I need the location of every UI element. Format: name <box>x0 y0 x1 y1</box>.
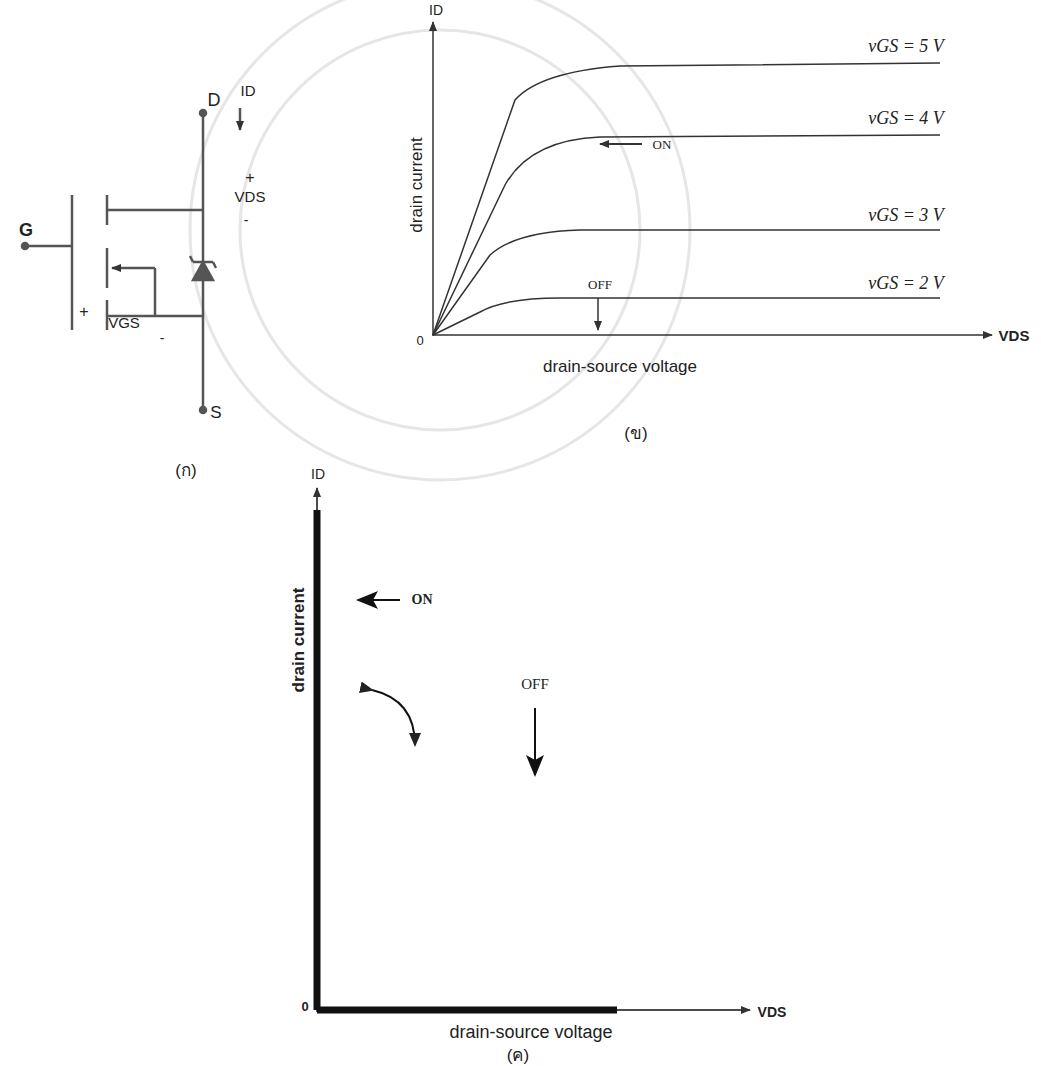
text-label: drain-source voltage <box>543 358 697 375</box>
text-label: vGS = 3 V <box>868 206 944 224</box>
text-label: VGS <box>108 315 140 330</box>
watermark <box>190 0 690 480</box>
text-label: VDS <box>999 328 1030 343</box>
ideal-switch-characteristics <box>317 488 750 1012</box>
text-label: drain-source voltage <box>449 1023 612 1041</box>
text-label: G <box>19 221 33 239</box>
text-label: vGS = 4 V <box>868 109 944 127</box>
text-label: 0 <box>301 1000 308 1013</box>
text-label: - <box>244 213 249 227</box>
text-label: (ข) <box>624 425 647 442</box>
axis-title: drain current <box>408 137 425 232</box>
text-label: OFF <box>588 278 612 291</box>
text-label: ON <box>412 593 433 607</box>
mosfet-symbol <box>22 108 240 413</box>
text-label: vGS = 2 V <box>868 274 944 292</box>
text-label: S <box>210 404 221 421</box>
text-label: ID <box>311 467 325 481</box>
output-characteristics <box>433 22 992 336</box>
text-label: (ค) <box>507 1046 529 1063</box>
text-label: 0 <box>416 334 423 347</box>
text-label: ID <box>429 3 443 17</box>
text-label: VDS <box>235 189 266 204</box>
text-label: (ก) <box>175 462 196 479</box>
text-label: VDS <box>758 1005 787 1019</box>
text-label: OFF <box>521 677 549 692</box>
text-label: ID <box>241 83 256 98</box>
text-label: + <box>245 170 254 186</box>
text-label: - <box>160 331 165 345</box>
text-label: + <box>79 304 88 320</box>
text-label: D <box>208 91 221 109</box>
axis-title: drain current <box>290 588 307 693</box>
text-label: vGS = 5 V <box>868 37 944 55</box>
text-label: ON <box>653 138 672 151</box>
